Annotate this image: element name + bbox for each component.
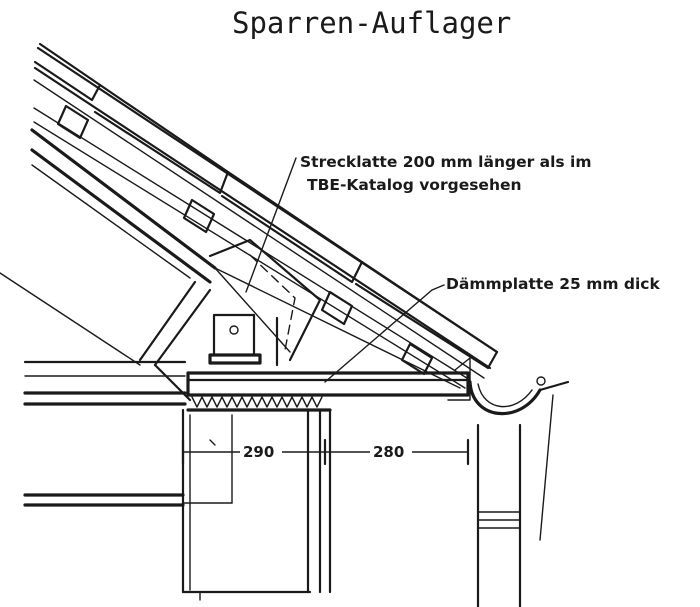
roof-tiles [33,42,499,379]
insulation-zigzag [186,396,332,412]
annotation-strecklatte-line1: Strecklatte 200 mm länger als im [300,153,592,171]
anchor-plate [208,313,279,367]
counter-batten [33,107,471,389]
annotation-daemmplatte: Dämmplatte 25 mm dick [446,275,660,293]
downpipe [476,394,554,607]
dimension-left: 290 [243,443,274,461]
masonry-wall [181,408,332,601]
gutter [468,376,570,416]
interior-bracing [0,272,212,402]
drawing-title: Sparren-Auflager [232,6,511,40]
lower-slab [23,493,185,507]
leader-strecklatte [245,157,297,293]
ceiling-slab [23,360,187,406]
dimension-right: 280 [373,443,404,461]
leader-daemmplatte [324,284,445,383]
annotation-strecklatte-line2: TBE-Katalog vorgesehen [307,176,522,194]
dimension-line [181,438,470,466]
rafter [30,128,461,389]
